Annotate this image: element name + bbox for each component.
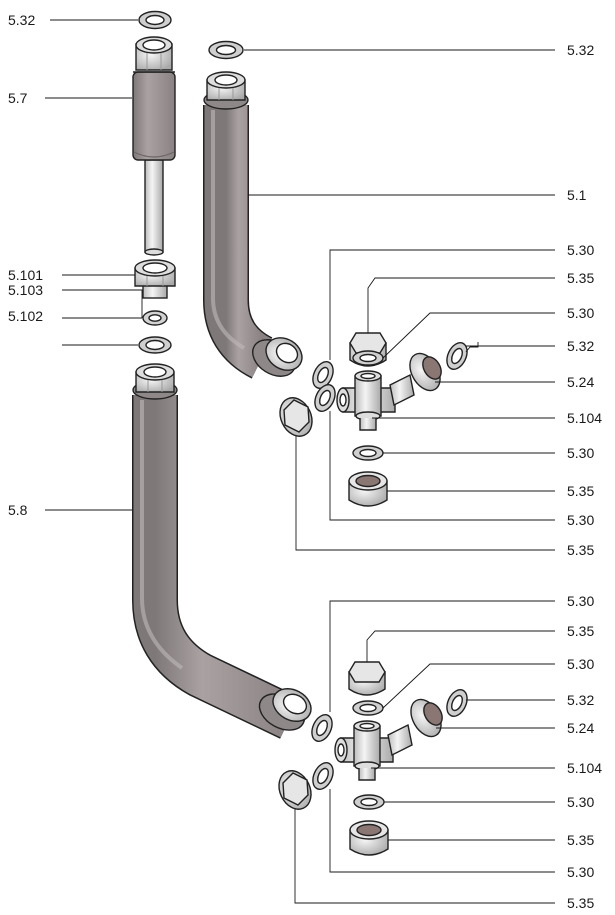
nut-5-35-a3 bbox=[348, 471, 388, 507]
right-labels: 5.32 5.1 5.30 5.35 5.30 5.32 5.24 5.104 … bbox=[567, 42, 602, 911]
washer-5-30-b2 bbox=[352, 700, 384, 716]
label-5-24-a: 5.24 bbox=[567, 374, 594, 390]
label-5-35-a3: 5.35 bbox=[567, 542, 594, 558]
washer-5-30-b4 bbox=[353, 794, 385, 810]
label-5-102: 5.102 bbox=[8, 308, 43, 324]
nut-5-24-a bbox=[409, 352, 442, 392]
cap-5-35-b2 bbox=[278, 770, 312, 810]
label-5-7: 5.7 bbox=[8, 90, 28, 106]
label-5-32-a: 5.32 bbox=[567, 338, 594, 354]
left-upper-assembly bbox=[132, 10, 176, 354]
label-5-30-b4: 5.30 bbox=[567, 864, 594, 880]
label-5-104-a: 5.104 bbox=[567, 410, 602, 426]
label-5-30-a1: 5.30 bbox=[567, 242, 594, 258]
label-5-8: 5.8 bbox=[8, 502, 28, 518]
tee-fitting-5-104-b bbox=[334, 720, 413, 781]
washer-5-32-b bbox=[446, 689, 468, 717]
nut-5-35-b3 bbox=[349, 820, 389, 856]
leader-lines bbox=[45, 19, 555, 904]
label-5-30-b3: 5.30 bbox=[567, 794, 594, 810]
label-5-35-a1: 5.35 bbox=[567, 270, 594, 286]
cap-5-35-b1 bbox=[348, 661, 386, 696]
label-5-32-top-left: 5.32 bbox=[8, 12, 35, 28]
lower-fitting-cluster bbox=[278, 661, 468, 856]
label-5-104-b: 5.104 bbox=[567, 760, 602, 776]
washer-5-30-a1 bbox=[312, 361, 334, 389]
sleeve-5-7 bbox=[132, 36, 176, 256]
label-5-30-b2: 5.30 bbox=[567, 656, 594, 672]
upper-fitting-cluster bbox=[279, 332, 468, 507]
washer-5-32-a bbox=[446, 342, 468, 370]
ring-5-103 bbox=[142, 310, 168, 326]
nut-5-24-b bbox=[410, 698, 443, 738]
label-5-35-b2: 5.35 bbox=[567, 832, 594, 848]
label-5-35-b1: 5.35 bbox=[567, 623, 594, 639]
nut-5-101 bbox=[134, 259, 176, 299]
pipe-5-8 bbox=[132, 363, 312, 739]
washer-5-32-top-right bbox=[208, 40, 244, 60]
cap-5-35-a2 bbox=[279, 397, 313, 437]
washer-5-32-top-left bbox=[138, 10, 172, 30]
left-labels: 5.32 5.7 5.101 5.103 5.102 5.8 bbox=[8, 12, 43, 518]
label-5-24-b: 5.24 bbox=[567, 720, 594, 736]
washer-5-30-a4 bbox=[352, 445, 384, 461]
pipe-5-1 bbox=[203, 71, 303, 379]
tee-fitting-5-104-a bbox=[336, 370, 415, 431]
pipe-5-8-end-fitting bbox=[258, 688, 312, 731]
label-5-30-a4: 5.30 bbox=[567, 512, 594, 528]
label-5-30-a3: 5.30 bbox=[567, 445, 594, 461]
pipe-5-1-end-fitting bbox=[252, 337, 303, 377]
washer-5-30-b3 bbox=[312, 762, 334, 790]
label-5-32-top-right: 5.32 bbox=[567, 42, 594, 58]
label-5-35-b3: 5.35 bbox=[567, 895, 594, 911]
label-5-35-a2: 5.35 bbox=[567, 483, 594, 499]
washer-5-30-b1 bbox=[311, 714, 333, 742]
washer-5-30-a3 bbox=[314, 384, 336, 412]
label-5-30-b1: 5.30 bbox=[567, 593, 594, 609]
label-5-103: 5.103 bbox=[8, 282, 43, 298]
washer-5-102 bbox=[138, 336, 172, 354]
washer-5-30-a2 bbox=[352, 350, 384, 366]
label-5-30-a2: 5.30 bbox=[567, 305, 594, 321]
label-5-32-b: 5.32 bbox=[567, 692, 594, 708]
label-5-1: 5.1 bbox=[567, 187, 587, 203]
label-5-101: 5.101 bbox=[8, 267, 43, 283]
